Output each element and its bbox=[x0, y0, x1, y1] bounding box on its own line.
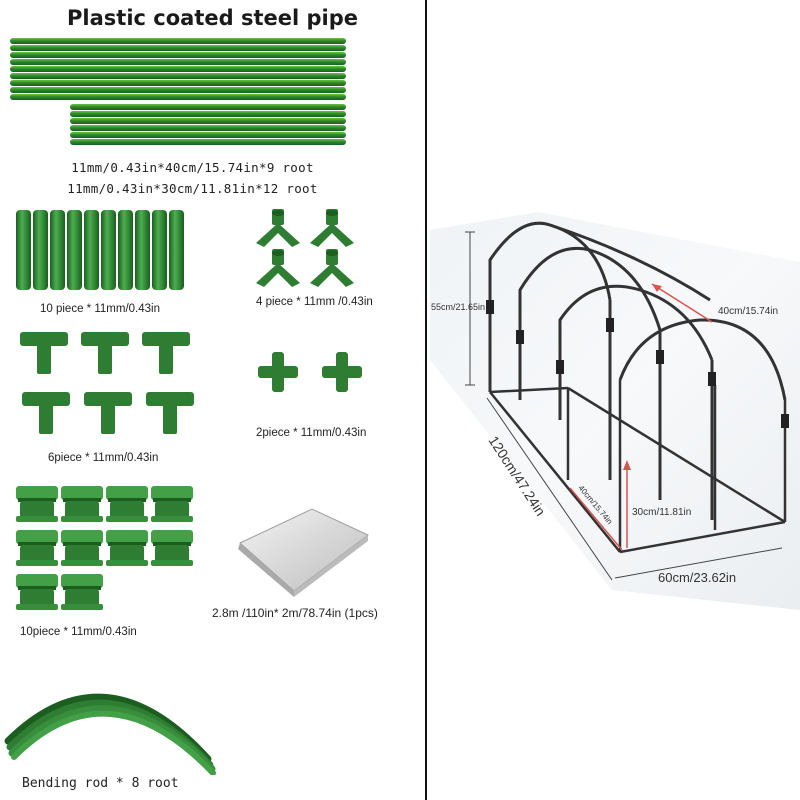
cover-sheet-label: 2.8m /110in* 2m/78.74in (1pcs) bbox=[212, 606, 378, 620]
corner-connectors-image bbox=[256, 209, 354, 287]
clips-image bbox=[16, 486, 193, 610]
side-height-dimension-label: 30cm/11.81in bbox=[632, 507, 691, 518]
clips-label: 10piece * 11mm/0.43in bbox=[20, 626, 137, 638]
pipe-spec-30cm: 11mm/0.43in*30cm/11.81in*12 root bbox=[67, 181, 318, 196]
cross-connectors-image bbox=[258, 352, 362, 392]
cross-connectors-label: 2piece * 11mm/0.43in bbox=[256, 427, 367, 439]
tee-connectors-image bbox=[20, 332, 194, 434]
straight-connectors-image bbox=[16, 210, 184, 290]
page-title: Plastic coated steel pipe bbox=[67, 6, 358, 30]
width-dimension-label: 60cm/23.62in bbox=[658, 570, 736, 585]
tunnel-diagram: 55cm/21.65in 40cm/15.74in 120cm/47.24in … bbox=[430, 212, 800, 610]
pipe-spec-40cm: 11mm/0.43in*40cm/15.74in*9 root bbox=[71, 160, 314, 175]
pipe-bundle-image bbox=[10, 38, 346, 145]
cover-sheet-image bbox=[238, 508, 369, 597]
bending-rods-label: Bending rod * 8 root bbox=[22, 776, 179, 791]
panel-divider bbox=[425, 0, 427, 800]
bending-rods-image bbox=[4, 693, 216, 775]
corner-connectors-label: 4 piece * 11mm /0.43in bbox=[256, 296, 373, 308]
tee-connectors-label: 6piece * 11mm/0.43in bbox=[48, 452, 159, 464]
height-dimension-label: 55cm/21.65in bbox=[431, 302, 485, 312]
straight-connectors-label: 10 piece * 11mm/0.43in bbox=[40, 303, 160, 315]
arch-spacing-dimension-label: 40cm/15.74in bbox=[718, 306, 778, 317]
